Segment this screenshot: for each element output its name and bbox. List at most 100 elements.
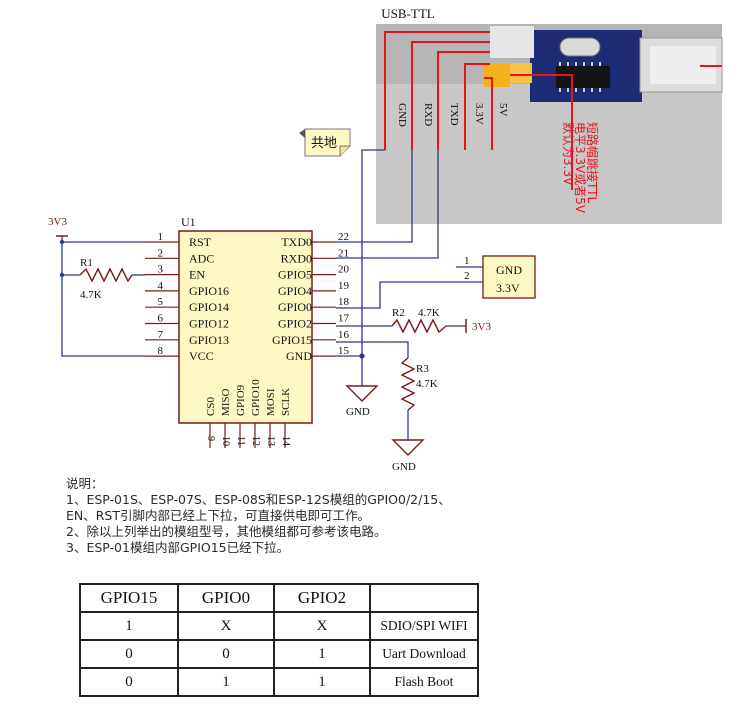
r2-power-label: 3V3 [472, 321, 491, 333]
net-gnd [361, 149, 385, 356]
table-cell: 1 [177, 667, 275, 697]
right-pins: 22TXD021RXD020GPIO519GPIO418GPIO017GPIO2… [272, 231, 350, 363]
boot-switch-block: 1 2 GND 3.3V [464, 255, 536, 299]
resistor-r2: R2 4.7K 3V3 [391, 307, 491, 334]
pin-name: SCLK [280, 388, 292, 416]
pin-name: GPIO16 [189, 284, 229, 298]
table-header-gpio2: GPIO2 [273, 583, 371, 613]
switch-pin-2: 2 [464, 270, 470, 282]
r1-value: 4.7K [80, 289, 102, 301]
r1-ref: R1 [80, 257, 93, 269]
switch-body [482, 255, 536, 299]
table-cell: 0 [177, 639, 275, 669]
pin-number: 17 [338, 313, 350, 325]
pin-number: 3 [158, 264, 164, 276]
power-symbol-3v3: 3V3 [48, 216, 68, 237]
pin-header [490, 26, 534, 58]
wire-label-3v3: 3.3V [473, 103, 485, 125]
table-cell: X [273, 611, 371, 641]
callout-common-ground[interactable]: 共地 [299, 128, 351, 157]
pin-number: 6 [158, 313, 164, 325]
pin-number: 16 [338, 329, 350, 341]
power-label: 3V3 [48, 216, 67, 228]
wire-3v3 [464, 63, 490, 150]
pin-number: 13 [265, 436, 276, 446]
table-cell: 1 [79, 611, 179, 641]
r2-value: 4.7K [418, 307, 440, 319]
table-cell-mode: Flash Boot [369, 667, 479, 697]
pin-number: 7 [158, 329, 164, 341]
pin-number: 12 [250, 436, 261, 446]
wire-5v [484, 77, 493, 150]
crystal [559, 37, 601, 57]
switch-label-gnd: GND [496, 263, 522, 277]
table-header-gpio0: GPIO0 [177, 583, 275, 613]
junction-en [59, 272, 65, 278]
wire-txd [437, 51, 490, 150]
gnd-label-2: GND [392, 461, 416, 473]
pin-name: CS0 [205, 397, 217, 416]
jumper-note-line-2: 电平3.3V或者5V [573, 122, 587, 214]
pin-number: 9 [205, 436, 216, 441]
jumper-cap [484, 63, 510, 87]
pin-name: RST [189, 235, 212, 249]
pin-number: 1 [158, 231, 164, 243]
junction-gnd [359, 353, 365, 359]
pin-number: 22 [338, 231, 349, 243]
pin-number: 10 [220, 436, 231, 446]
net-gpio0 [336, 281, 483, 309]
signal-wires [61, 149, 483, 440]
pin-name: GPIO13 [189, 333, 229, 347]
table-cell: 0 [79, 639, 179, 669]
net-module-gnd [336, 355, 363, 386]
pin-number: 11 [235, 436, 246, 446]
pin-number: 4 [158, 280, 164, 292]
pin-number: 14 [280, 436, 291, 446]
gnd-label-1: GND [346, 406, 370, 418]
pin-number: 8 [158, 345, 164, 357]
table-row: 0 0 1 Uart Download [79, 639, 479, 669]
notes-line-1: 1、ESP-01S、ESP-07S、ESP-08S和ESP-12S模组的GPIO… [66, 492, 451, 507]
gnd-symbol-module: GND [345, 385, 379, 418]
pin-number: 18 [338, 296, 350, 308]
jumper-cap-side [510, 63, 532, 83]
notes: 说明： 1、ESP-01S、ESP-07S、ESP-08S和ESP-12S模组的… [66, 476, 536, 556]
pin-name: GPIO4 [278, 284, 312, 298]
net-txd [336, 150, 413, 243]
wire-gnd [384, 31, 490, 150]
notes-line-3: 2、除以上列举出的模组型号，其他模组都可参考该电路。 [66, 524, 387, 539]
jumper-note-line-1: 短路帽跳接TTL [585, 122, 600, 203]
usb-ttl-photo [376, 24, 723, 224]
pin-name: GPIO9 [235, 384, 247, 416]
pin-number: 21 [338, 247, 349, 259]
wire-label-rxd: RXD [422, 103, 434, 126]
pin-name: ADC [189, 251, 214, 265]
pin-name: GPIO2 [278, 317, 312, 331]
switch-label-3v3: 3.3V [496, 281, 520, 295]
usb-ttl-wires [384, 31, 573, 190]
pin-name: VCC [189, 349, 214, 363]
notes-heading: 说明： [66, 476, 104, 491]
pin-name: GPIO15 [272, 333, 312, 347]
callout-text: 共地 [311, 136, 337, 151]
table-cell: 0 [79, 667, 179, 697]
pin-name: GND [286, 349, 312, 363]
pin-name: GPIO12 [189, 317, 229, 331]
pin-number: 19 [338, 280, 350, 292]
r2-ref: R2 [392, 307, 405, 319]
pin-name: MOSI [265, 388, 277, 416]
pin-name: GPIO14 [189, 300, 229, 314]
module-body [178, 230, 313, 424]
notes-line-4: 3、ESP-01模组内部GPIO15已经下拉。 [66, 540, 290, 555]
pin-name: RXD0 [281, 251, 312, 265]
table-cell: 1 [273, 667, 371, 697]
wire-label-txd: TXD [448, 103, 460, 126]
pin-name: MISO [220, 388, 232, 416]
pin-name: GPIO5 [278, 268, 312, 282]
module-ref: U1 [181, 215, 196, 229]
junction-rst [59, 239, 65, 245]
